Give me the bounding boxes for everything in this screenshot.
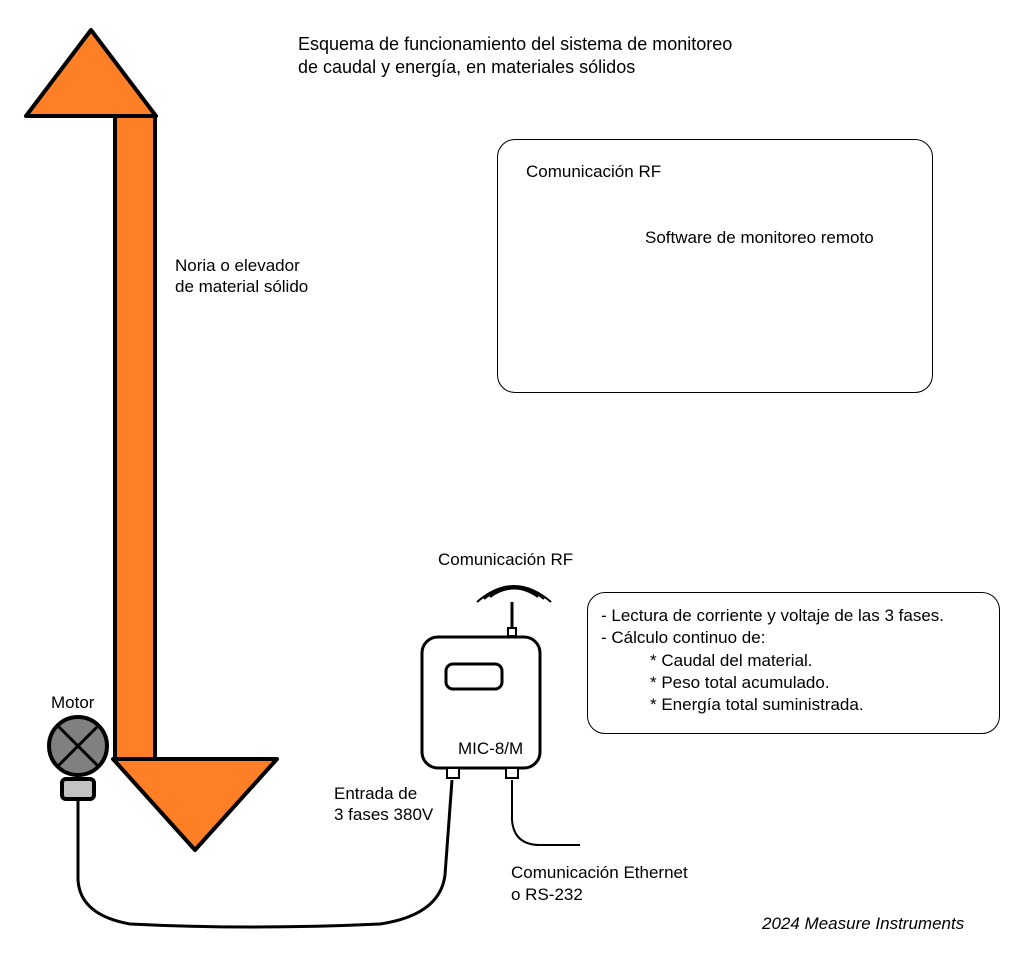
power-cable [76,779,454,929]
elevator-arrow-head-up [24,28,158,118]
features-box [587,592,1000,734]
comm-output-label-line2: o RS-232 [511,885,583,904]
diagram-title-line2: de caudal y energía, en materiales sólid… [298,57,636,77]
device-mic8m-icon [420,602,542,779]
feature-item-calculation: - Cálculo continuo de: [601,628,766,647]
power-input-label-line1: Entrada de [334,784,418,803]
device-rf-label: Comunicación RF [438,550,574,569]
motor-label: Motor [51,693,95,712]
remote-software-label: Software de monitoreo remoto [645,228,874,247]
feature-subitem-flow: * Caudal del material. [650,651,813,670]
motor-icon [47,715,109,801]
comm-cable [511,780,580,846]
comm-output-label-line1: Comunicación Ethernet [511,863,688,882]
power-input-label-line2: 3 fases 380V [334,805,434,824]
diagram-title-line1: Esquema de funcionamiento del sistema de… [298,34,733,54]
device-model-label: MIC-8/M [458,739,524,758]
feature-subitem-weight: * Peso total acumulado. [650,673,830,692]
elevator-shaft [113,114,157,761]
footer-copyright: 2024 Measure Instruments [762,914,965,933]
elevator-label-line1: Noria o elevador [175,256,300,275]
feature-subitem-energy: * Energía total suministrada. [650,695,864,714]
remote-monitoring-box [497,139,933,393]
elevator-arrow-head-down [111,757,279,852]
elevator-label-line2: de material sólido [175,277,309,296]
elevator-up-arrow [24,28,158,761]
feature-item-readings: - Lectura de corriente y voltaje de las … [601,606,945,625]
remote-rf-label: Comunicación RF [526,162,662,181]
device-rf-waves-icon [476,585,552,603]
